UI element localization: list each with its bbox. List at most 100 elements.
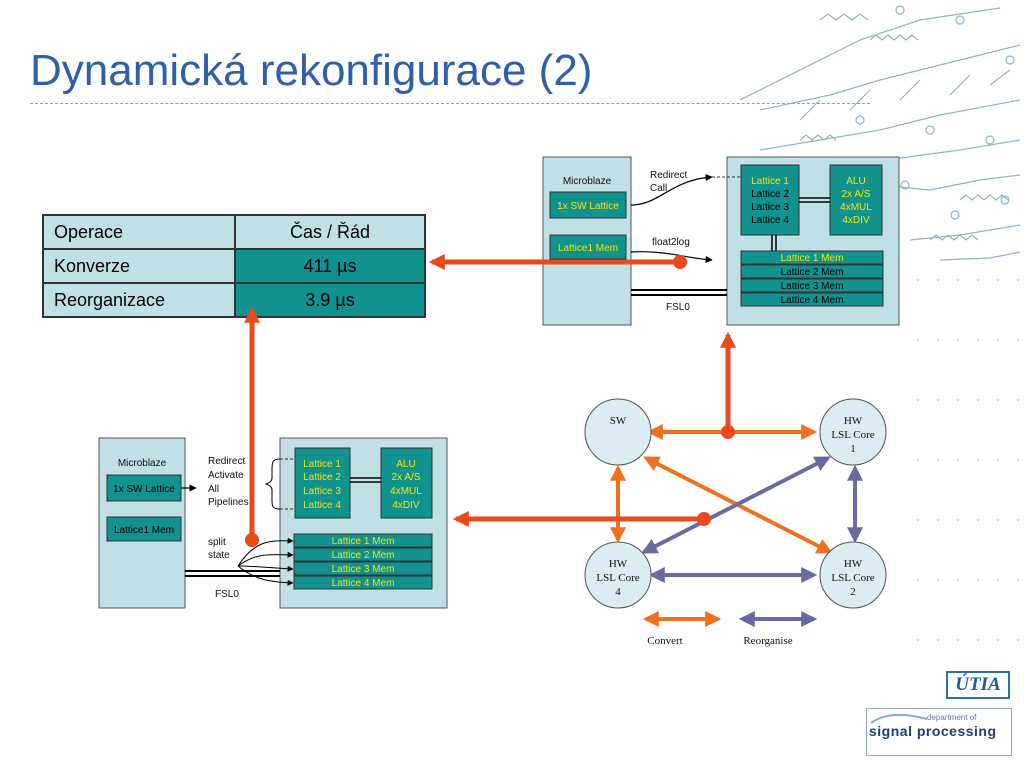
bottom-activate-label: Activate — [208, 470, 244, 481]
top-fsl-label: FSL0 — [666, 302, 690, 313]
bottom-mem-label: Lattice 4 Mem — [332, 578, 395, 589]
utia-logo: ÚTIA — [946, 671, 1010, 699]
node-core4-line: HW — [609, 558, 628, 570]
top-sw-lattice-box — [549, 191, 627, 219]
utia-logo-text: ÚTIA — [955, 674, 1001, 695]
link-dot — [697, 512, 711, 526]
bottom-mem-label: Lattice 1 Mem — [332, 536, 395, 547]
table-row: Konverze 411 µs — [42, 248, 426, 284]
top-lattice-4: Lattice 4 — [751, 215, 789, 226]
split-state-arrow — [237, 565, 294, 586]
bottom-alu-line: 4xDIV — [392, 500, 420, 511]
bottom-all-label: All — [208, 484, 219, 495]
top-mem-label: Lattice 2 Mem — [781, 267, 844, 278]
state-graph: SW HW LSL Core 1 HW LSL Core 4 HW LSL Co… — [584, 398, 887, 647]
slide-title: Dynamická rekonfigurace (2) — [30, 46, 593, 95]
table-cell-value: 411 µs — [234, 248, 426, 284]
top-mem-label: Lattice 4 Mem — [781, 295, 844, 306]
bottom-mem-row — [293, 547, 433, 562]
logo-swoosh-icon — [870, 713, 928, 724]
split-state-arrow — [237, 537, 294, 567]
node-core2-line: 2 — [850, 586, 856, 598]
top-alu-line: 2x A/S — [842, 189, 871, 200]
node-core1-line: 1 — [850, 443, 856, 455]
node-sw — [584, 398, 652, 466]
top-lattice1-mem-box — [549, 234, 627, 260]
bottom-mem-row — [293, 533, 433, 548]
table-cell-label: Konverze — [42, 248, 236, 284]
bottom-redirect-label: Redirect — [208, 456, 245, 467]
top-redirect-call-arrow — [630, 173, 713, 206]
top-lattice-1: Lattice 1 — [751, 176, 789, 187]
top-float2log-label: float2log — [652, 237, 690, 248]
bottom-alu-line: 4xMUL — [390, 486, 422, 497]
node-core4-line: 4 — [615, 586, 621, 598]
split-state-arrow — [237, 551, 294, 567]
node-core2-line: LSL Core — [831, 572, 874, 584]
link-dot — [245, 533, 259, 547]
top-alu-line: ALU — [846, 176, 865, 187]
top-lattice-2: Lattice 2 — [751, 189, 789, 200]
node-core2 — [819, 541, 887, 609]
node-core4-line: LSL Core — [596, 572, 639, 584]
bottom-mem-label: Lattice 3 Mem — [332, 564, 395, 575]
bottom-system: Microblaze 1x SW Lattice Lattice1 Mem La… — [98, 437, 448, 609]
node-core1 — [819, 398, 887, 466]
top-call-label: Call — [650, 183, 667, 194]
node-core1-line: HW — [844, 415, 863, 427]
link-dot — [673, 255, 687, 269]
top-system: Microblaze 1x SW Lattice Lattice1 Mem La… — [542, 156, 900, 326]
bottom-state-label: state — [208, 550, 230, 561]
link-dot — [721, 425, 735, 439]
link-arrows — [243, 253, 737, 547]
top-mem-row — [740, 292, 884, 307]
logo-signal-processing-text: signal processing — [869, 723, 997, 739]
bottom-lattice-1: Lattice 1 — [303, 459, 341, 470]
results-table: Operace Čas / Řád Konverze 411 µs Reorga… — [42, 214, 426, 318]
bottom-alu-box — [380, 447, 433, 519]
bottom-lattice-2: Lattice 2 — [303, 472, 341, 483]
bottom-mem-label: Lattice 2 Mem — [332, 550, 395, 561]
bottom-lattice-box — [294, 447, 351, 519]
top-alu-line: 4xMUL — [840, 202, 872, 213]
bottom-sw-lattice-box — [106, 474, 182, 502]
table-cell-label: Reorganizace — [42, 282, 236, 318]
top-float2log-arrow — [630, 251, 713, 264]
bottom-sw-lattice-label: 1x SW Lattice — [113, 484, 175, 495]
bottom-alu-line: 2x A/S — [392, 472, 421, 483]
bottom-lattice-4: Lattice 4 — [303, 500, 341, 511]
top-lattice1-mem-label: Lattice1 Mem — [558, 243, 618, 254]
top-redirect-label: Redirect — [650, 170, 687, 181]
bottom-alu-line: ALU — [396, 459, 415, 470]
signal-processing-logo: department of signal processing — [866, 708, 1012, 756]
bottom-pipelines-label: Pipelines — [208, 497, 249, 508]
bottom-brace — [264, 458, 281, 510]
reorganise-edge-core1-core4 — [641, 456, 831, 554]
split-state-arrow — [237, 565, 294, 572]
table-header-time: Čas / Řád — [234, 214, 426, 250]
top-mem-row — [740, 278, 884, 293]
bottom-split-label: split — [208, 537, 226, 548]
top-microblaze-label: Microblaze — [563, 176, 612, 187]
table-header-operation: Operace — [42, 214, 236, 250]
bottom-lattice1-mem-label: Lattice1 Mem — [114, 525, 174, 536]
logo-department-text: department of — [927, 713, 977, 722]
node-sw-label: SW — [610, 415, 627, 427]
node-core1-line: LSL Core — [831, 429, 874, 441]
legend-reorganise-label: Reorganise — [743, 635, 792, 647]
bottom-microblaze-label: Microblaze — [118, 458, 167, 469]
top-lattice-3: Lattice 3 — [751, 202, 789, 213]
top-mem-row — [740, 264, 884, 279]
bottom-lattice-3: Lattice 3 — [303, 486, 341, 497]
bottom-lattice1-mem-box — [106, 516, 182, 542]
node-core2-line: HW — [844, 558, 863, 570]
top-sw-lattice-label: 1x SW Lattice — [557, 201, 619, 212]
top-mem-label: Lattice 1 Mem — [781, 253, 844, 264]
top-alu-box — [829, 164, 883, 236]
bottom-fsl-label: FSL0 — [215, 589, 239, 600]
top-mem-row — [740, 250, 884, 265]
top-mem-label: Lattice 3 Mem — [781, 281, 844, 292]
title-divider — [30, 103, 870, 104]
